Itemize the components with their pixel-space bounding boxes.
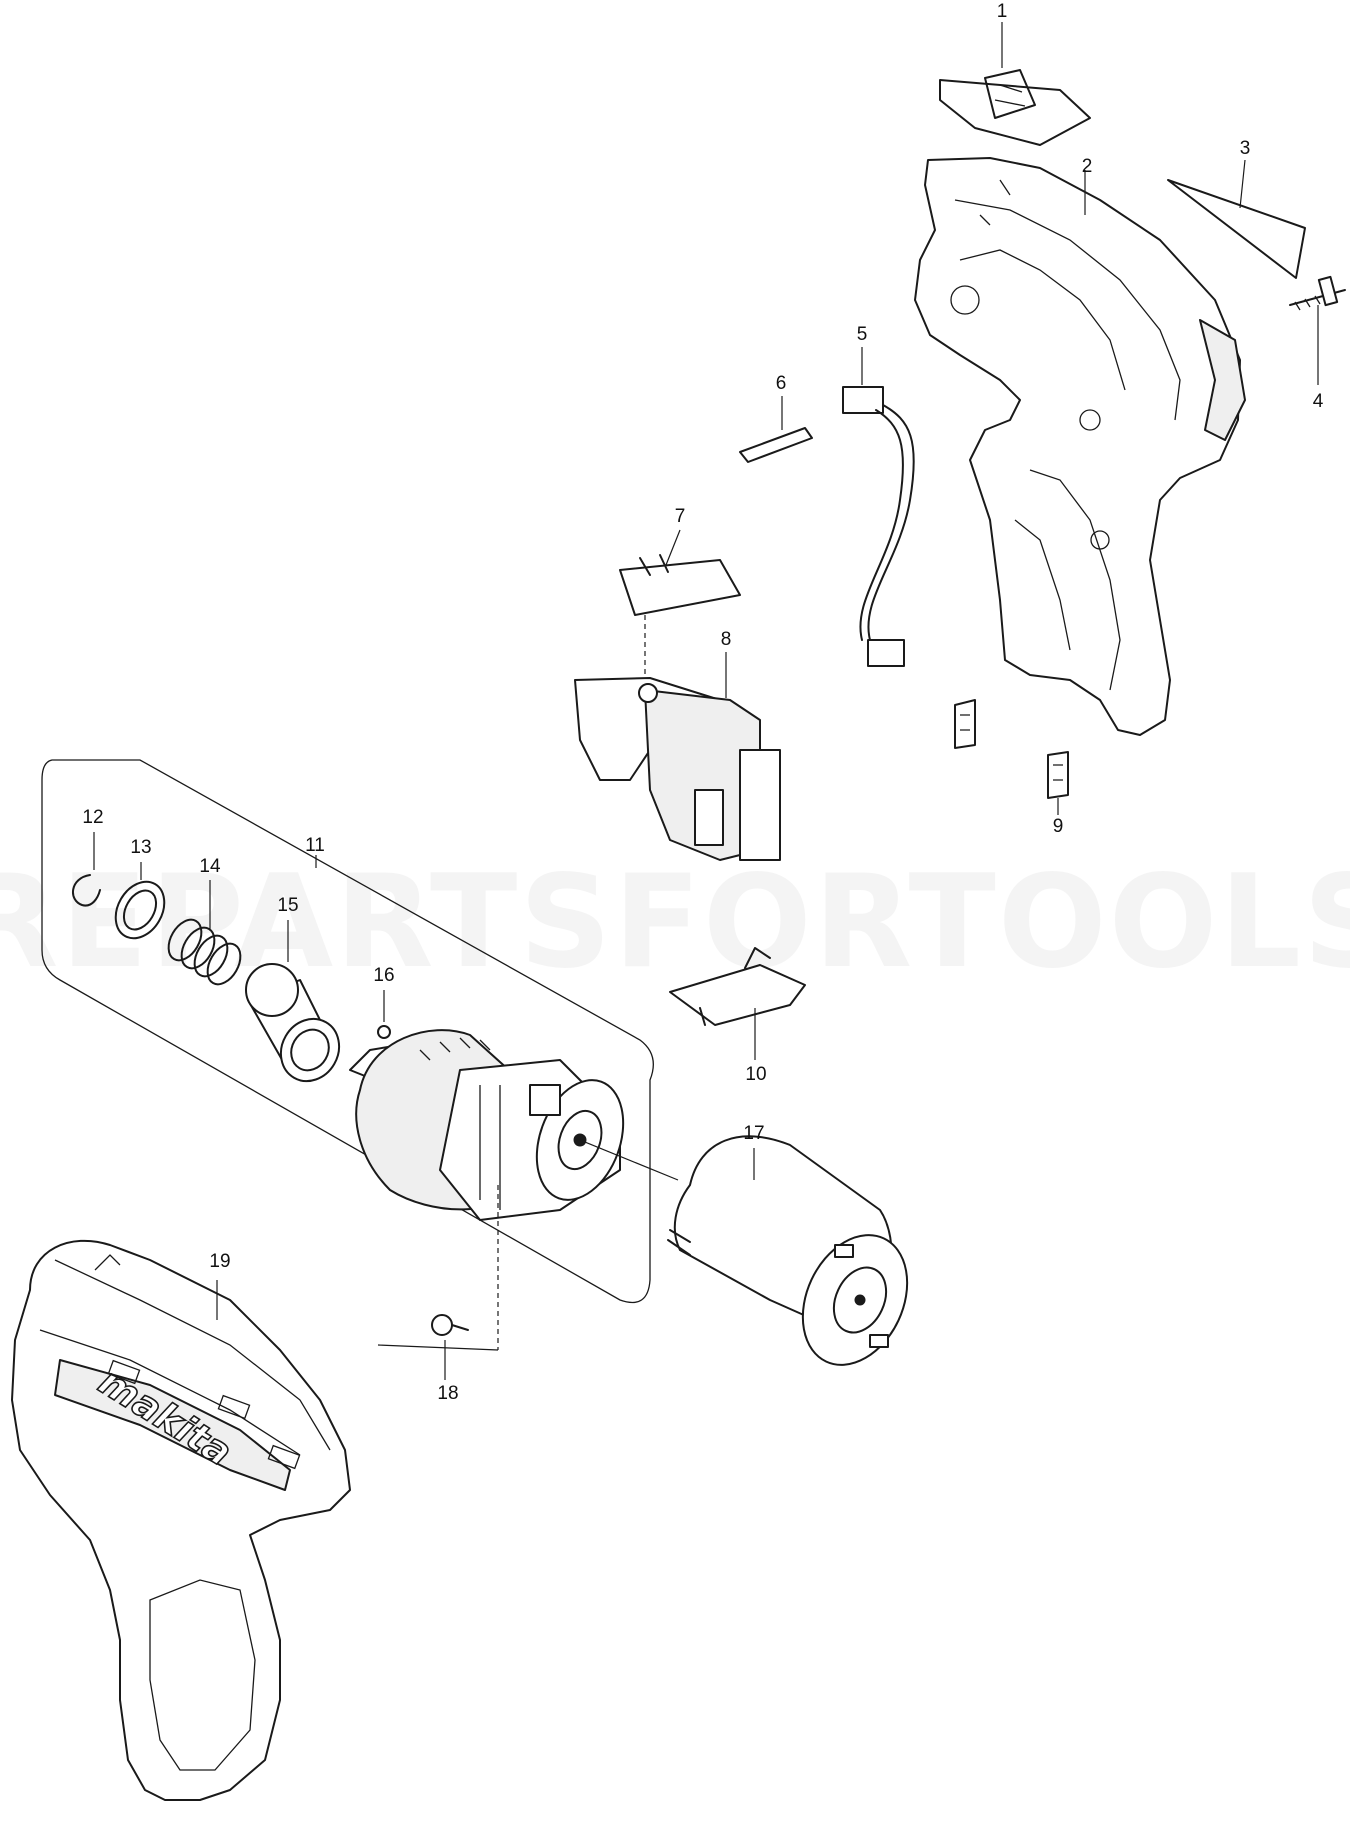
part-11-gear-assembly[interactable] (349, 1029, 679, 1351)
part-18-screw[interactable] (431, 1314, 469, 1380)
part-4-screw[interactable] (1289, 275, 1346, 385)
part-17-motor[interactable] (667, 1135, 927, 1382)
callout-2[interactable]: 2 (1081, 156, 1093, 177)
part-8-switch[interactable] (574, 652, 781, 861)
callout-12[interactable]: 12 (82, 807, 104, 828)
part-6-clip[interactable] (739, 396, 813, 463)
part-2-housing-half[interactable] (914, 157, 1246, 736)
part-3-nameplate[interactable] (1167, 159, 1306, 279)
part-7-lever-plate[interactable] (619, 529, 741, 680)
callout-10[interactable]: 10 (745, 1064, 767, 1085)
callout-9[interactable]: 9 (1052, 816, 1064, 837)
callout-13[interactable]: 13 (130, 837, 152, 858)
callout-16[interactable]: 16 (373, 965, 395, 986)
callout-6[interactable]: 6 (775, 373, 787, 394)
part-5-led-wire[interactable] (842, 347, 915, 667)
part-19-housing-left[interactable]: makita (11, 1239, 351, 1801)
callout-11[interactable]: 11 (305, 835, 325, 856)
callout-17[interactable]: 17 (743, 1123, 765, 1144)
part-1-switch-cap[interactable] (939, 22, 1091, 146)
callout-4[interactable]: 4 (1312, 391, 1324, 412)
callout-8[interactable]: 8 (720, 629, 732, 650)
watermark: REPARTSFORTOOLS.COM (0, 848, 1350, 997)
callout-14[interactable]: 14 (199, 856, 221, 877)
part-11-assembly-outline (41, 759, 654, 1304)
callout-15[interactable]: 15 (277, 895, 299, 916)
part-12-retaining-ring[interactable] (72, 832, 101, 907)
part-9-bracket[interactable] (954, 699, 1069, 815)
part-10-terminal[interactable] (669, 947, 806, 1060)
part-16-steel-ball[interactable] (377, 990, 391, 1039)
callout-7[interactable]: 7 (674, 506, 686, 527)
part-15-sleeve[interactable] (245, 920, 350, 1092)
callout-3[interactable]: 3 (1239, 138, 1251, 159)
part-13-washer[interactable] (106, 862, 174, 947)
callout-18[interactable]: 18 (437, 1383, 459, 1404)
part-14-spring[interactable] (162, 880, 247, 990)
callout-19[interactable]: 19 (209, 1251, 231, 1272)
callout-5[interactable]: 5 (856, 324, 868, 345)
callout-1[interactable]: 1 (996, 1, 1008, 22)
